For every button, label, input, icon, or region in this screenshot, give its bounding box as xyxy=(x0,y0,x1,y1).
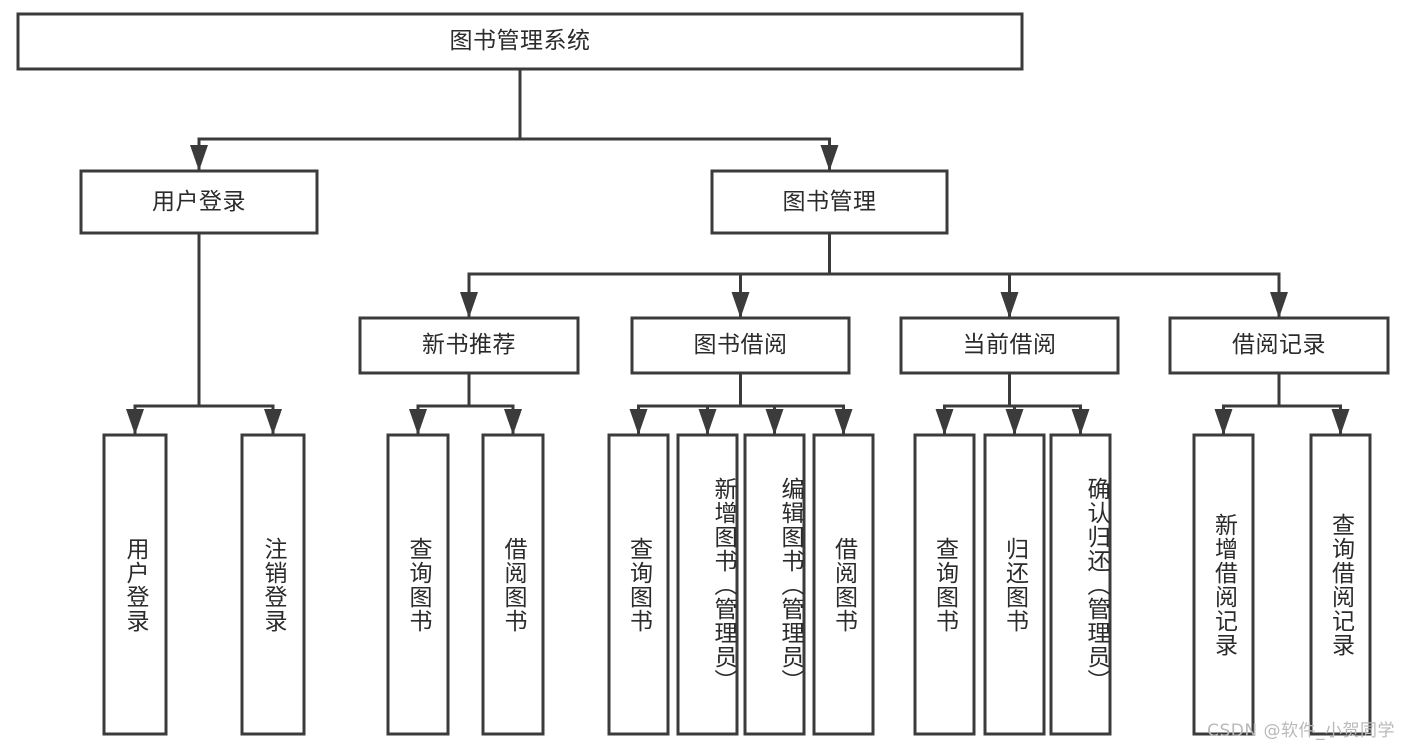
arrow-head-icon xyxy=(1270,292,1288,318)
node-leaf-10[interactable] xyxy=(1049,433,1112,736)
arrow-head-icon xyxy=(1000,292,1019,318)
node-leaf-6[interactable] xyxy=(743,433,806,736)
arrow-head-icon xyxy=(935,409,954,435)
node-leaf-2[interactable] xyxy=(386,433,450,736)
node-level2-0[interactable] xyxy=(79,169,319,235)
arrow-head-icon xyxy=(698,409,717,435)
node-box-layer xyxy=(16,12,1390,736)
node-root[interactable] xyxy=(16,12,1024,71)
node-leaf-5[interactable] xyxy=(676,433,739,736)
arrow-head-icon xyxy=(504,409,522,435)
arrow-head-icon xyxy=(834,409,853,435)
csdn-watermark: CSDN @软件_小贺同学 xyxy=(1207,721,1395,741)
node-leaf-11[interactable] xyxy=(1192,433,1255,736)
arrow-head-icon xyxy=(1214,409,1233,435)
arrow-head-icon xyxy=(409,409,427,435)
arrow-head-icon xyxy=(190,145,208,171)
connector-layer xyxy=(126,67,1350,437)
node-leaf-3[interactable] xyxy=(481,433,545,736)
arrow-head-icon xyxy=(765,409,784,435)
arrow-head-icon xyxy=(264,409,282,435)
node-level2-1[interactable] xyxy=(710,169,949,235)
node-level3-2[interactable] xyxy=(899,316,1120,375)
arrow-head-icon xyxy=(731,292,750,318)
node-level3-3[interactable] xyxy=(1168,316,1390,375)
arrow-head-icon xyxy=(1331,409,1350,435)
arrow-head-icon xyxy=(629,409,648,435)
arrow-head-icon xyxy=(460,292,478,318)
node-level3-1[interactable] xyxy=(630,316,851,375)
node-leaf-0[interactable] xyxy=(102,433,168,736)
node-leaf-8[interactable] xyxy=(913,433,976,736)
arrow-head-icon xyxy=(1005,409,1024,435)
node-leaf-12[interactable] xyxy=(1309,433,1372,736)
node-leaf-9[interactable] xyxy=(983,433,1046,736)
node-leaf-1[interactable] xyxy=(240,433,306,736)
arrow-head-icon xyxy=(1071,409,1090,435)
arrow-head-icon xyxy=(820,145,839,171)
arrow-head-icon xyxy=(126,409,144,435)
node-leaf-4[interactable] xyxy=(607,433,670,736)
node-level3-0[interactable] xyxy=(358,316,580,375)
node-leaf-7[interactable] xyxy=(812,433,875,736)
